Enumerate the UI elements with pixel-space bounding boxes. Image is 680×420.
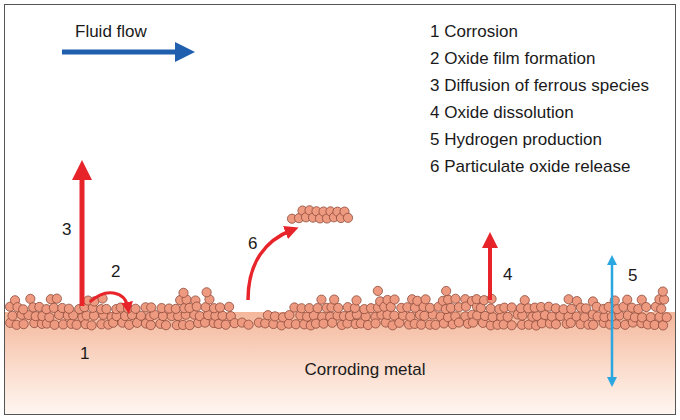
oxide-particle — [334, 303, 343, 312]
diffusion-arrow — [80, 170, 85, 306]
oxide-particle — [221, 320, 230, 329]
oxide-particle — [291, 320, 300, 329]
callout-number: 4 — [503, 265, 512, 285]
oxide-particle — [218, 311, 227, 320]
film-formation-arrow — [90, 293, 128, 308]
oxide-particle — [431, 320, 440, 329]
oxide-particle — [26, 294, 35, 303]
legend-item: 6 Particulate oxide release — [430, 157, 630, 177]
metal-label: Corroding metal — [305, 360, 426, 380]
oxide-particle — [371, 319, 380, 328]
oxide-particle — [390, 295, 399, 304]
frame — [5, 5, 676, 415]
legend-item: 4 Oxide dissolution — [430, 103, 574, 123]
oxide-particle — [102, 304, 111, 313]
oxide-particle — [442, 286, 451, 295]
oxide-particle — [161, 321, 170, 330]
oxide-particle — [343, 213, 352, 222]
oxide-particle — [352, 296, 361, 305]
oxide-particle — [486, 304, 495, 313]
oxide-particle — [171, 304, 180, 313]
oxide-particle — [19, 320, 28, 329]
oxide-particle — [317, 295, 326, 304]
oxide-particle — [623, 295, 632, 304]
oxide-particle — [131, 304, 140, 313]
oxide-particle — [8, 311, 17, 320]
oxide-particle — [64, 304, 73, 313]
oxide-particle — [581, 304, 590, 313]
oxide-particle — [305, 304, 314, 313]
oxide-particle — [179, 288, 188, 297]
oxide-particle — [507, 321, 516, 330]
dissolution-arrow — [488, 240, 492, 300]
release-arrow — [248, 230, 292, 300]
oxide-particle — [215, 303, 224, 312]
callout-number: 5 — [628, 266, 637, 286]
oxide-particle — [244, 320, 253, 329]
oxide-particle — [313, 303, 322, 312]
oxide-particle — [642, 302, 651, 311]
callout-number: 6 — [248, 234, 257, 254]
oxide-particle — [330, 295, 339, 304]
oxide-particle — [50, 320, 59, 329]
metal-body — [5, 312, 675, 414]
oxide-particle — [158, 312, 167, 321]
oxide-particle — [658, 287, 667, 296]
oxide-particle — [551, 320, 560, 329]
flow-arrow — [62, 50, 185, 55]
callout-number: 2 — [111, 262, 120, 282]
oxide-particle — [589, 320, 598, 329]
oxide-particle — [147, 303, 156, 312]
legend-item: 3 Diffusion of ferrous species — [430, 76, 649, 96]
oxide-particle — [662, 313, 671, 322]
oxide-particle — [564, 295, 573, 304]
oxide-particle — [657, 304, 666, 313]
hydrogen-arrow — [611, 260, 614, 382]
oxide-particle — [202, 288, 211, 297]
legend-item: 5 Hydrogen production — [430, 130, 602, 150]
oxide-particle — [87, 321, 96, 330]
oxide-particle — [52, 294, 61, 303]
oxide-particle — [567, 304, 576, 313]
released-oxide — [287, 206, 352, 224]
oxide-particle — [225, 302, 234, 311]
oxide-particle — [650, 320, 659, 329]
legend-item: 2 Oxide film formation — [430, 49, 595, 69]
oxide-particle — [421, 295, 430, 304]
oxide-particle — [451, 294, 460, 303]
oxide-particle — [507, 303, 516, 312]
oxide-particle — [373, 286, 382, 295]
callout-number: 1 — [80, 344, 89, 364]
oxide-particle — [425, 303, 434, 312]
legend-item: 1 Corrosion — [430, 22, 518, 42]
oxide-particle — [146, 321, 155, 330]
oxide-particle — [417, 320, 426, 329]
oxide-particle — [503, 312, 512, 321]
oxide-particle — [19, 305, 28, 314]
oxide-particle — [420, 311, 429, 320]
oxide-particle — [192, 302, 201, 311]
oxide-film — [5, 286, 671, 330]
oxide-particle — [185, 321, 194, 330]
flow-label: Fluid flow — [75, 22, 147, 42]
callout-number: 3 — [62, 220, 71, 240]
oxide-particle — [49, 303, 58, 312]
